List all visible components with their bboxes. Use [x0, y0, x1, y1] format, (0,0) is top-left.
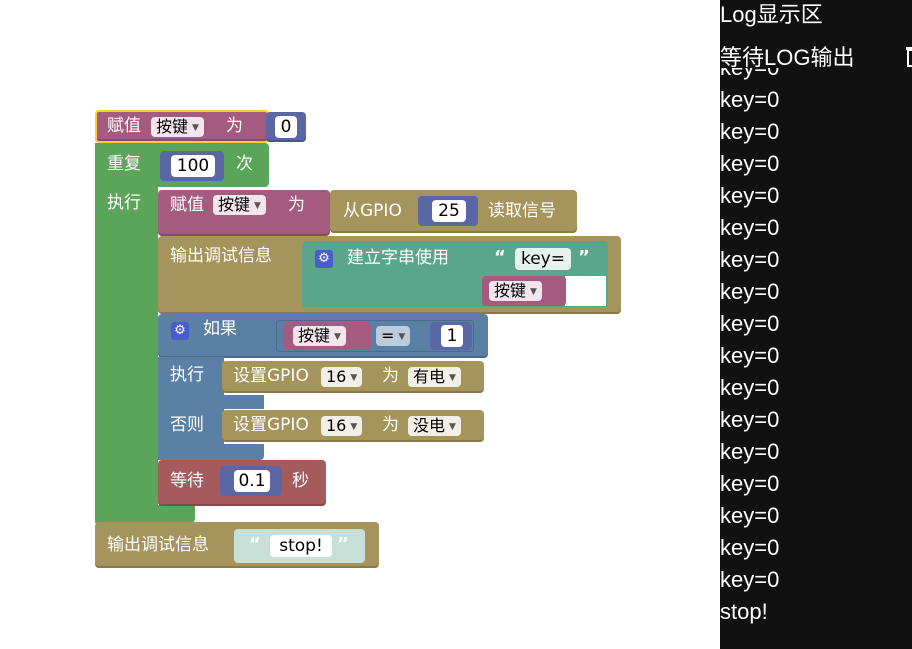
- number-block[interactable]: 0: [266, 112, 306, 142]
- to-label: 为: [382, 415, 399, 435]
- variable-dropdown[interactable]: 按键▼: [489, 281, 542, 301]
- seconds-label: 秒: [292, 471, 309, 491]
- variable-block[interactable]: 按键▼: [482, 276, 566, 306]
- log-line: key=0: [720, 439, 780, 464]
- log-line: key=0: [720, 87, 780, 112]
- chevron-down-icon: ▼: [398, 332, 406, 342]
- blockly-workspace[interactable]: 赋值 按键▼ 为 0 重复 次 100 执行 赋值 按键▼ 为 从GPIO 读取…: [0, 0, 720, 649]
- open-quote-icon: “: [249, 534, 261, 555]
- log-line: key=0: [720, 535, 780, 560]
- variable-dropdown[interactable]: 按键▼: [151, 117, 204, 137]
- to-label: 为: [382, 366, 399, 386]
- assign-block-1[interactable]: 赋值 按键▼ 为: [95, 110, 269, 143]
- number-field[interactable]: 0: [275, 116, 297, 138]
- log-line: key=0: [720, 375, 780, 400]
- operator-dropdown[interactable]: =▼: [376, 326, 411, 346]
- repeat-block-bottom: [95, 505, 195, 523]
- log-line: key=0: [720, 471, 780, 496]
- text-field[interactable]: stop!: [270, 535, 332, 557]
- assign-label: 赋值: [107, 116, 141, 136]
- gpio-pin-dropdown[interactable]: 16▼: [321, 416, 363, 436]
- chevron-down-icon: ▼: [350, 373, 358, 383]
- gear-icon[interactable]: ⚙: [171, 322, 189, 340]
- set-gpio-block-1[interactable]: 设置GPIO 16▼ 为 有电▼: [222, 361, 484, 393]
- close-quote-icon: ”: [578, 247, 590, 268]
- log-line: key=0: [720, 567, 780, 592]
- assign-label: 赋值: [170, 195, 204, 215]
- close-quote-icon: ”: [337, 534, 349, 555]
- log-line: key=0: [720, 503, 780, 528]
- compare-number-field[interactable]: 1: [441, 325, 463, 347]
- gpio-pin-block[interactable]: 25: [418, 196, 478, 226]
- compare-variable-block[interactable]: 按键▼: [283, 322, 371, 350]
- print-debug-label: 输出调试信息: [170, 246, 272, 266]
- set-gpio-label: 设置GPIO: [233, 366, 309, 386]
- else-label: 否则: [170, 415, 204, 435]
- repeat-label: 重复: [107, 154, 141, 174]
- to-label: 为: [226, 116, 243, 136]
- log-line: key=0: [720, 343, 780, 368]
- if-do-label: 执行: [170, 365, 204, 385]
- if-label: 如果: [203, 319, 237, 339]
- compare-number-block[interactable]: 1: [430, 322, 472, 350]
- chevron-down-icon: ▼: [192, 123, 199, 133]
- log-line: key=0: [720, 407, 780, 432]
- gpio-pin-field[interactable]: 25: [432, 200, 466, 222]
- gpio-state-dropdown[interactable]: 有电▼: [408, 367, 461, 387]
- log-line: key=0: [720, 119, 780, 144]
- log-line: key=0: [720, 183, 780, 208]
- log-status: 等待LOG输出: [720, 45, 855, 70]
- log-line: key=0: [720, 215, 780, 240]
- gpio-pin-dropdown[interactable]: 16▼: [321, 367, 363, 387]
- set-gpio-block-2[interactable]: 设置GPIO 16▼ 为 没电▼: [222, 410, 484, 442]
- log-line: key=0: [720, 151, 780, 176]
- do-label: 执行: [107, 193, 141, 213]
- wait-number-block[interactable]: 0.1: [220, 466, 282, 496]
- wait-label: 等待: [170, 471, 204, 491]
- log-line: key=0: [720, 279, 780, 304]
- from-gpio-label: 从GPIO: [343, 201, 402, 221]
- chevron-down-icon: ▼: [449, 373, 456, 383]
- times-label: 次: [236, 154, 253, 174]
- join-empty-input: [565, 276, 606, 306]
- read-signal-label: 读取信号: [488, 201, 556, 221]
- variable-dropdown[interactable]: 按键▼: [213, 195, 266, 215]
- log-line: stop!: [720, 599, 768, 624]
- repeat-count-block[interactable]: 100: [160, 151, 224, 181]
- text-literal-block[interactable]: “ key= ”: [482, 244, 606, 275]
- open-quote-icon: “: [494, 247, 506, 268]
- repeat-count-field[interactable]: 100: [171, 155, 215, 177]
- log-output[interactable]: key=0 key=0 key=0 key=0 key=0 key=0 key=0 key=0…: [720, 68, 912, 649]
- text-field[interactable]: key=: [515, 248, 571, 270]
- assign-block-2[interactable]: 赋值 按键▼ 为: [158, 190, 330, 236]
- variable-dropdown[interactable]: 按键▼: [293, 326, 346, 346]
- if-block-bottom: [158, 444, 264, 460]
- if-else-divider: [158, 395, 264, 409]
- gpio-state-dropdown[interactable]: 没电▼: [408, 416, 461, 436]
- chevron-down-icon: ▼: [334, 332, 341, 342]
- set-gpio-label: 设置GPIO: [233, 415, 309, 435]
- repeat-block-spine: 执行: [95, 186, 158, 522]
- log-line: key=0: [720, 311, 780, 336]
- log-line: key=0: [720, 247, 780, 272]
- to-label: 为: [288, 195, 305, 215]
- join-label: 建立字串使用: [347, 248, 449, 268]
- wait-seconds-field[interactable]: 0.1: [234, 470, 270, 492]
- log-panel-title: Log显示区: [720, 2, 823, 27]
- print-debug-label: 输出调试信息: [107, 535, 209, 555]
- trash-icon[interactable]: [904, 44, 912, 68]
- chevron-down-icon: ▼: [254, 201, 261, 211]
- text-literal-block[interactable]: “ stop! ”: [234, 529, 365, 563]
- chevron-down-icon: ▼: [530, 287, 537, 297]
- chevron-down-icon: ▼: [350, 422, 358, 432]
- gear-icon[interactable]: ⚙: [315, 250, 333, 268]
- chevron-down-icon: ▼: [449, 422, 456, 432]
- log-line: key=0: [720, 68, 779, 81]
